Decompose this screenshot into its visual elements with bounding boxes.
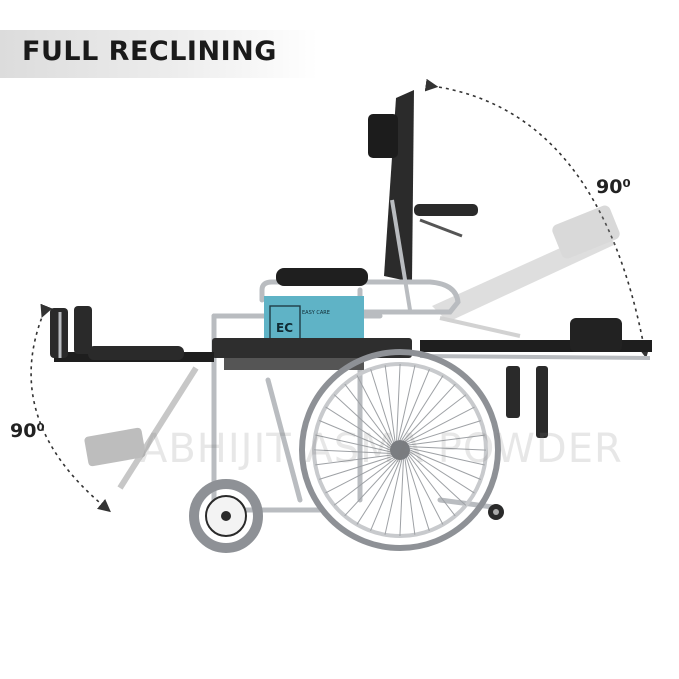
wheel-spoke xyxy=(405,457,430,531)
legrest-recline-arc xyxy=(30,303,111,513)
wheel-spoke xyxy=(319,420,391,451)
wheel-spoke xyxy=(409,447,485,466)
page-title: FULL RECLINING xyxy=(22,36,277,67)
wheel-spoke xyxy=(325,406,391,449)
rear-small-caster-icon xyxy=(488,504,504,520)
seat-tray xyxy=(224,358,364,370)
wheel-spoke xyxy=(313,449,391,454)
seat xyxy=(212,338,412,358)
wheel-spoke xyxy=(384,365,396,442)
extended-legrest-left xyxy=(50,306,214,362)
wheel-spoke xyxy=(404,458,416,535)
wheel-spoke xyxy=(396,363,401,441)
large-rear-wheel-icon xyxy=(299,349,501,551)
wheel-spoke xyxy=(356,375,393,444)
upright-backrest xyxy=(368,90,478,311)
wheel-spoke xyxy=(404,394,467,442)
backrest-angle-label: 90⁰ xyxy=(596,176,631,198)
wheel-spoke xyxy=(407,456,444,525)
title-banner xyxy=(0,30,318,78)
wheel-spoke xyxy=(315,434,391,453)
watermark: ABHIJIT ASMA POWDER xyxy=(140,426,623,472)
wheel-spoke xyxy=(409,451,475,494)
brand-badge-text: EASY CARE xyxy=(302,310,330,316)
front-caster-wheel-icon xyxy=(189,479,263,553)
wheel-spoke xyxy=(401,375,444,441)
wheel-spoke xyxy=(325,457,394,494)
wheel-spoke xyxy=(409,446,487,451)
wheel-spoke xyxy=(344,383,392,446)
wheel-spoke xyxy=(315,454,392,466)
armrest-cushion xyxy=(276,268,368,286)
wheel-spoke xyxy=(403,383,456,441)
wheel-spoke xyxy=(399,369,430,441)
ghost-folded-legrest xyxy=(84,366,199,490)
extended-footboard-right xyxy=(419,318,652,438)
wheel-spoke xyxy=(408,434,485,446)
brand-mark: EC xyxy=(276,321,293,335)
wheel-spoke xyxy=(399,459,404,537)
wheel-spoke xyxy=(384,459,403,535)
wheel-spoke xyxy=(409,453,467,506)
backrest-recline-arc xyxy=(424,78,651,359)
wheel-spoke xyxy=(407,420,481,445)
wheel-spoke xyxy=(319,455,393,480)
ghost-reclined-backrest xyxy=(432,205,620,338)
wheel-spoke xyxy=(406,406,475,443)
wheel-spoke xyxy=(356,459,399,525)
wheel-spoke xyxy=(408,454,456,517)
wheel-spoke xyxy=(333,394,391,447)
wheel-spoke xyxy=(397,365,416,441)
legrest-angle-label: 90⁰ xyxy=(10,420,45,442)
wheel-spoke xyxy=(344,459,397,517)
wheel-spoke xyxy=(333,458,396,506)
wheel-spoke xyxy=(370,459,401,531)
wheel-spoke xyxy=(370,369,395,443)
wheel-spoke xyxy=(409,449,481,480)
